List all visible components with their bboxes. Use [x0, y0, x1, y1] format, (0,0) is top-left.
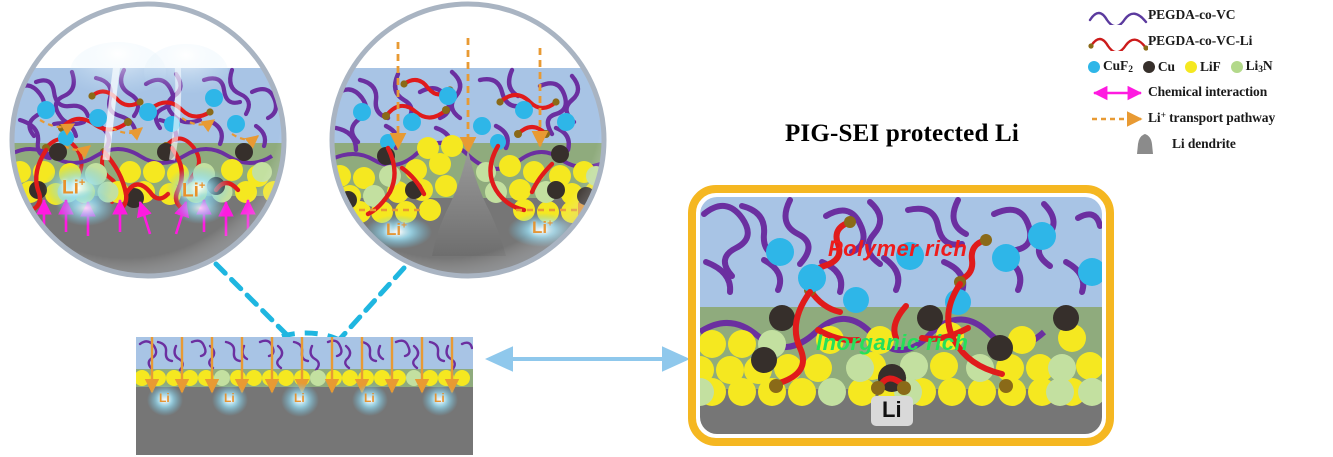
- legend-species-row: CuF2 Cu LiF Li3N: [1088, 54, 1333, 79]
- wide-anode-strip: [136, 337, 473, 455]
- legend-label: LiF: [1199, 58, 1221, 74]
- cyan-dot-icon: [1088, 60, 1100, 73]
- li-ion-label: Li+: [182, 180, 206, 202]
- li-deposit-label: Li: [159, 391, 170, 405]
- legend-item-cu: Cu: [1142, 58, 1175, 75]
- pig-sei-panel: [688, 185, 1114, 446]
- purple-wave-icon: [1088, 5, 1148, 25]
- li-ion-label: Li+: [532, 218, 553, 237]
- li-substrate-label: Li: [871, 396, 913, 426]
- li-ion-label: Li+: [386, 220, 407, 239]
- legend-label: Li dendrite: [1172, 136, 1236, 151]
- legend-label: Li+ transport pathway: [1148, 110, 1276, 125]
- circle-ring: [9, 1, 287, 279]
- legend-label: Cu: [1157, 58, 1175, 74]
- legend-item-li-transport: Li+ transport pathway: [1088, 105, 1333, 131]
- legend-label: PEGDA-co-VC-Li: [1148, 33, 1253, 48]
- li-deposit-label: Li: [224, 391, 235, 405]
- legend-item-pegda-co-vc: PEGDA-co-VC: [1088, 2, 1333, 28]
- circle-ring: [329, 1, 607, 279]
- legend-item-li-dendrite: Li dendrite: [1088, 131, 1333, 157]
- orange-dashed-arrow-icon: [1088, 108, 1148, 128]
- legend-item-cuf2: CuF2: [1088, 58, 1133, 75]
- legend-item-pegda-co-vc-li: PEGDA-co-VC-Li: [1088, 28, 1333, 54]
- legend-label: Chemical interaction: [1148, 84, 1268, 99]
- li-deposit-label: Li: [364, 391, 375, 405]
- li-deposit-spots: [147, 383, 458, 417]
- legend-label: CuF2: [1103, 58, 1133, 75]
- li-ion-label: Li+: [62, 177, 86, 199]
- magenta-double-arrow-icon: [1088, 82, 1148, 102]
- lightgreen-dot-icon: [1230, 60, 1243, 73]
- red-wave-icon: [1088, 31, 1148, 51]
- li-transport-columns: [144, 337, 460, 394]
- li-deposit-label: Li: [434, 391, 445, 405]
- chain-anchor-beads: [769, 379, 1013, 395]
- legend-item-li3n: Li3N: [1230, 58, 1273, 75]
- yellow-dot-icon: [1184, 60, 1197, 73]
- legend-item-chemical-interaction: Chemical interaction: [1088, 79, 1333, 105]
- legend-label: PEGDA-co-VC: [1148, 7, 1236, 22]
- polymer-rich-label: Polymer rich: [828, 236, 968, 261]
- left-magnified-circle: [9, 1, 287, 279]
- leader-right: [327, 265, 407, 353]
- page-title: PIG-SEI protected Li: [784, 120, 1020, 147]
- middle-magnified-circle: [329, 1, 607, 279]
- cuf2-particles: [766, 222, 1102, 315]
- legend-item-lif: LiF: [1184, 58, 1221, 75]
- dark-dot-icon: [1142, 60, 1155, 73]
- gray-dendrite-icon: [1132, 133, 1158, 155]
- inorganic-rich-label: Inorganic rich: [816, 330, 969, 355]
- legend-label: Li3N: [1245, 58, 1273, 75]
- li-deposit-label: Li: [294, 391, 305, 405]
- legend: PEGDA-co-VC PEGDA-co-VC-Li CuF2 Cu LiF: [1088, 2, 1333, 194]
